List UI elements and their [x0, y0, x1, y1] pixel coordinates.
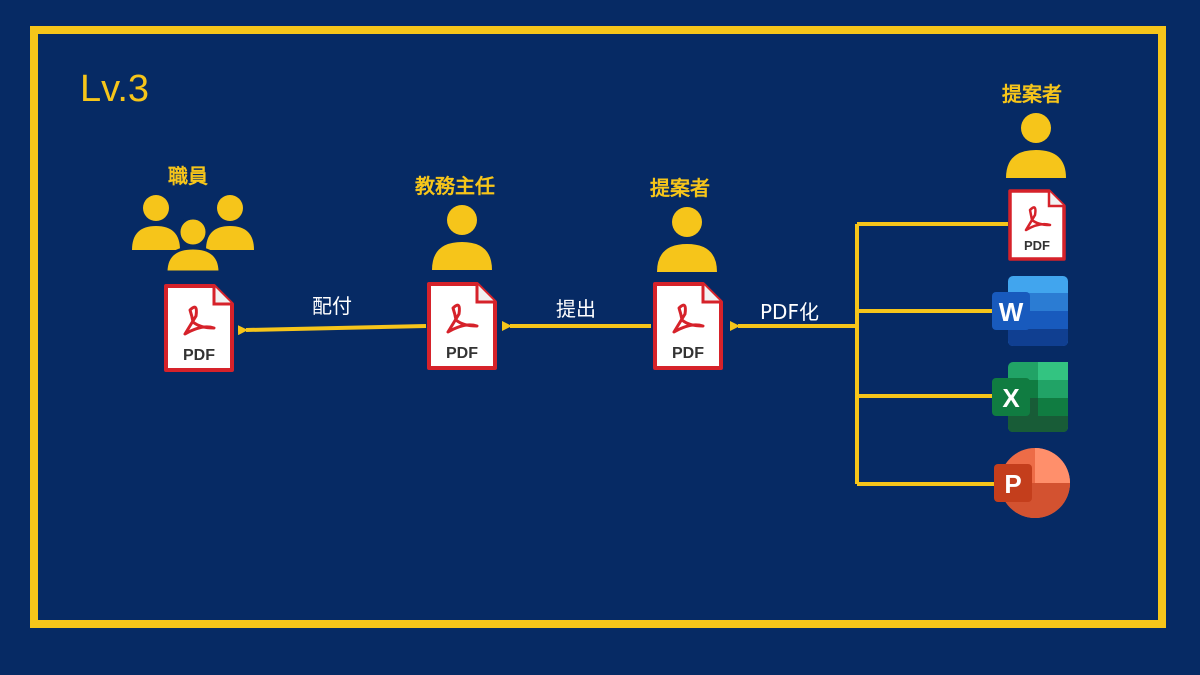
edge-label-convert: PDF化: [760, 300, 819, 324]
person-icon-chief: [432, 205, 492, 270]
edge-label-submit: 提出: [556, 297, 596, 321]
word-icon: W: [992, 276, 1068, 346]
pdf-icon-staff: PDF: [164, 284, 234, 372]
excel-letter: X: [1002, 383, 1020, 413]
person-icon-proposer-mid: [657, 207, 717, 272]
pdf-icon-proposer-mid: PDF: [653, 282, 723, 370]
pdf-label: PDF: [672, 345, 704, 362]
label-proposer-right: 提案者: [1002, 82, 1062, 106]
group-icon: [132, 195, 254, 274]
person-icon-proposer-right: [1006, 113, 1066, 178]
arrow-distribute: [237, 324, 427, 336]
label-staff: 職員: [168, 164, 208, 188]
level-title: Lv.3: [80, 68, 150, 110]
pdf-icon-chief: PDF: [427, 282, 497, 370]
pdf-icon-source: PDF: [1008, 189, 1066, 261]
pdf-label: PDF: [1024, 238, 1050, 253]
powerpoint-icon: P: [994, 448, 1070, 518]
excel-icon: X: [992, 362, 1068, 432]
label-proposer-mid: 提案者: [650, 176, 710, 200]
pdf-label: PDF: [183, 347, 215, 364]
diagram-frame: [30, 26, 1166, 628]
pdf-label: PDF: [446, 345, 478, 362]
powerpoint-letter: P: [1004, 469, 1021, 499]
word-letter: W: [999, 297, 1024, 327]
edge-label-distribute: 配付: [312, 294, 352, 318]
label-chief: 教務主任: [415, 174, 495, 198]
